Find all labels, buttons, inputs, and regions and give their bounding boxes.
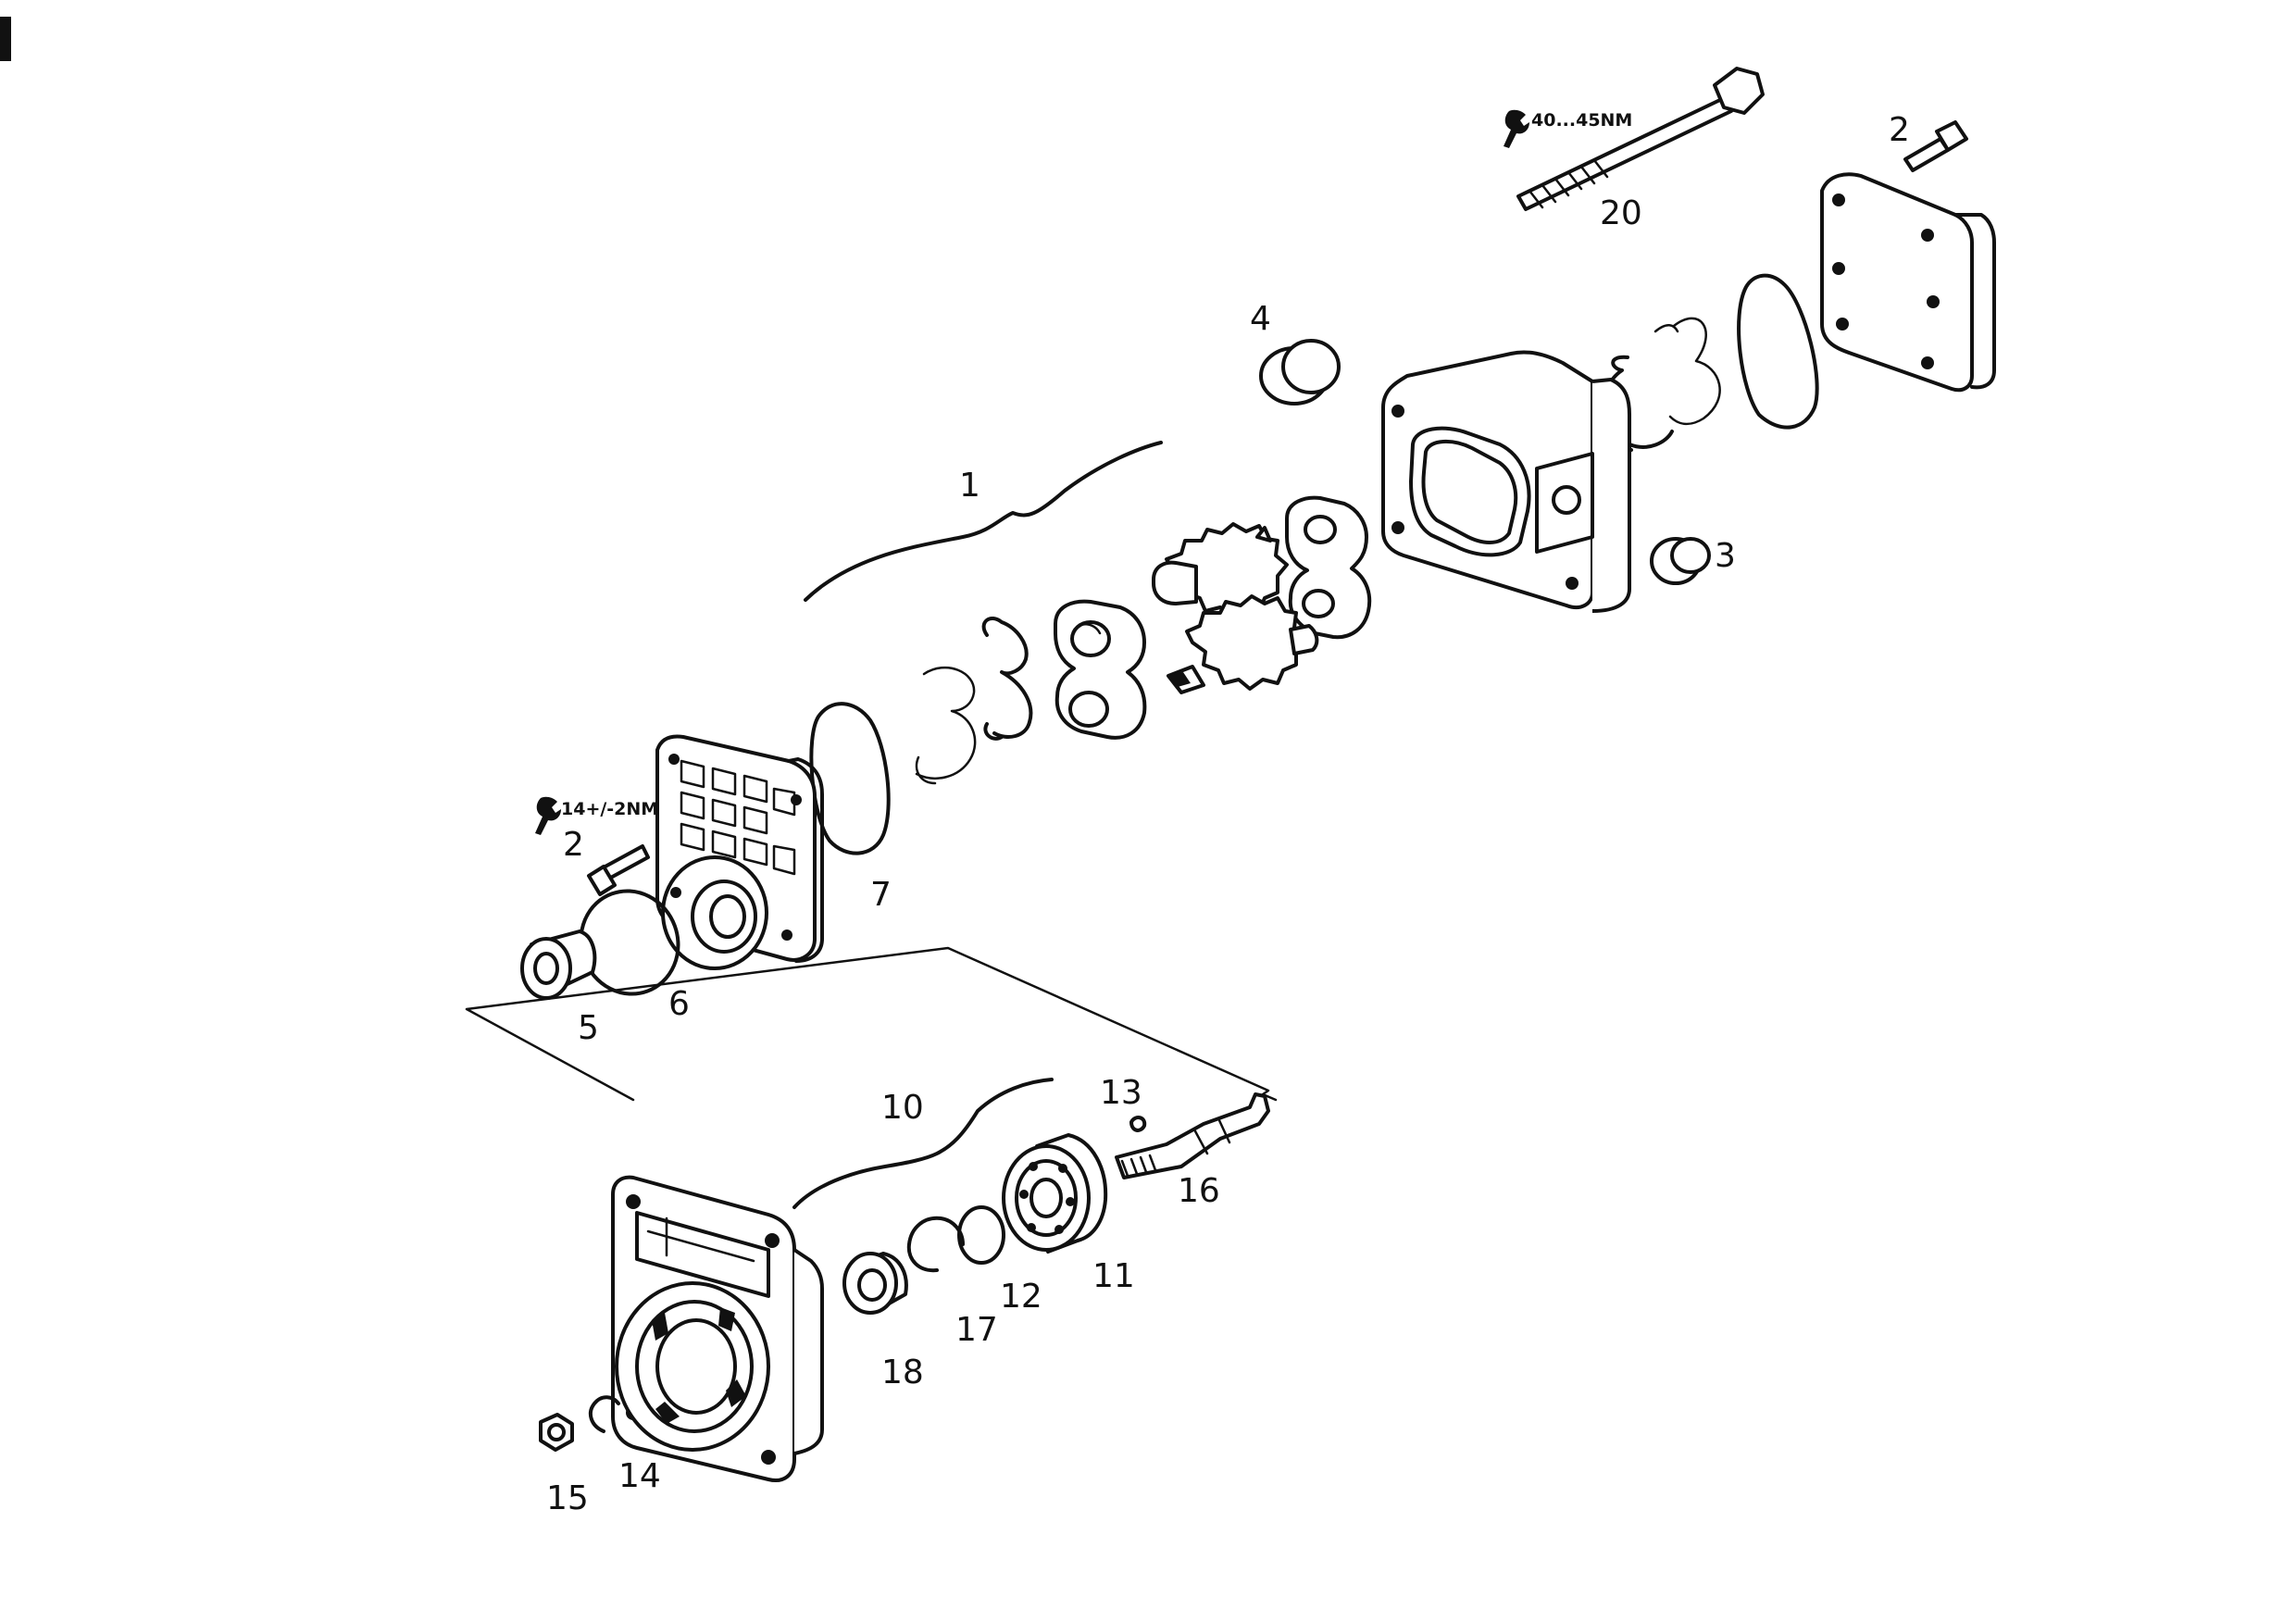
label-2-top: 2 (1889, 111, 1910, 149)
label-15: 15 (546, 1479, 589, 1517)
body-bolt-hole (1391, 521, 1404, 534)
part-13-key (1129, 1116, 1147, 1132)
label-18: 18 (881, 1354, 924, 1391)
rear-cover (1820, 172, 1996, 393)
body-bolt-hole (1566, 577, 1578, 590)
front-cover (655, 734, 824, 970)
part-17-snap-ring (906, 1216, 965, 1273)
part-2-screw-top (1903, 120, 1968, 172)
group-link-frame (465, 946, 1278, 1102)
label-7: 7 (870, 876, 892, 914)
label-13: 13 (1100, 1074, 1142, 1112)
part-3-bush (1650, 537, 1711, 585)
rear-seal-figure-three (1653, 317, 1721, 426)
front-seal-figure-c (981, 617, 1033, 741)
label-16: 16 (1178, 1172, 1220, 1210)
cover-bolt-hole (1832, 193, 1845, 206)
part-5-bushing (520, 930, 597, 1000)
label-6: 6 (668, 985, 690, 1023)
part-12-ring (957, 1205, 1005, 1265)
front-bearing-block (1054, 599, 1147, 740)
mounting-flange (611, 1175, 824, 1482)
part-4-plug (1259, 339, 1341, 406)
cover-bolt-hole (791, 794, 802, 805)
label-3: 3 (1715, 537, 1736, 575)
part-15-nut (539, 1413, 574, 1452)
cover-bolt-hole (781, 930, 792, 941)
torque-tie-rod: 40...45NM (1531, 110, 1632, 131)
body-bolt-hole (1391, 405, 1404, 418)
front-seal-figure-three (915, 666, 977, 785)
label-17: 17 (955, 1311, 998, 1349)
part-11-ball-bearing (1002, 1133, 1108, 1254)
label-5: 5 (578, 1009, 599, 1047)
label-10: 10 (881, 1089, 924, 1127)
label-2-left: 2 (563, 826, 584, 864)
flange-bolt-hole (761, 1450, 776, 1465)
cover-bolt-hole (1921, 229, 1934, 242)
torque-screw: 14+/-2NM (561, 799, 658, 819)
scan-mark (0, 17, 11, 61)
group-1-brace (804, 441, 1163, 602)
pump-body (1381, 350, 1631, 613)
part-18-shaft-seal (842, 1252, 908, 1315)
flange-bolt-hole (765, 1233, 780, 1248)
rear-seal-oval (1737, 273, 1819, 430)
label-20: 20 (1600, 194, 1642, 232)
part-16-shaft (1115, 1092, 1270, 1179)
wrench-icon (535, 796, 561, 835)
part-14-snap-ring (588, 1395, 620, 1433)
rear-bearing-block (1285, 495, 1372, 640)
cover-bolt-hole (1927, 295, 1940, 308)
flange-bolt-hole (626, 1194, 641, 1209)
group-10-brace (792, 1078, 1054, 1209)
wrench-icon (1504, 109, 1529, 148)
label-4: 4 (1250, 300, 1271, 338)
part-2-screw-left (587, 844, 650, 896)
part-20-tie-rod (1516, 67, 1765, 211)
label-14: 14 (618, 1457, 661, 1495)
label-1: 1 (959, 467, 980, 505)
cover-bolt-hole (670, 887, 681, 898)
cover-bolt-hole (1921, 356, 1934, 369)
cover-ribs (680, 759, 796, 876)
drive-gear-upper (1152, 522, 1289, 618)
cover-bolt-hole (1832, 262, 1845, 275)
driven-gear-lower (1167, 594, 1319, 694)
label-12: 12 (1000, 1278, 1042, 1316)
cover-bolt-hole (1836, 318, 1849, 331)
label-11: 11 (1092, 1257, 1135, 1295)
cover-bolt-hole (668, 754, 680, 765)
